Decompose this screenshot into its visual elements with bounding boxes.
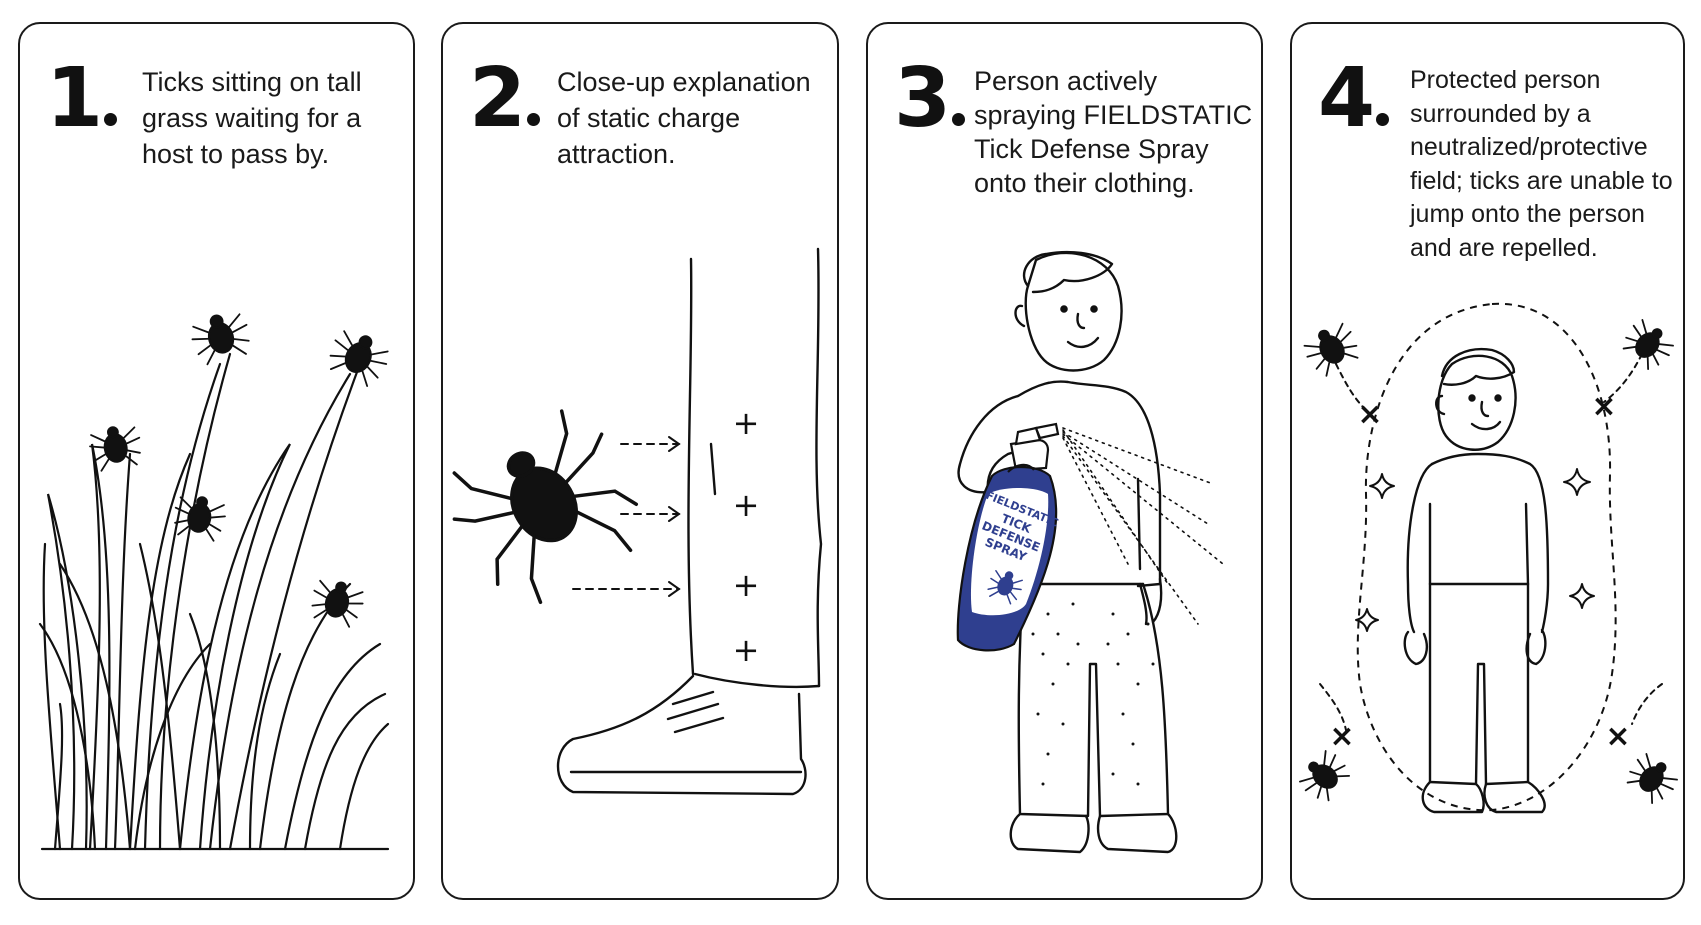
repel-x: × (1329, 719, 1354, 754)
repel-x-marks: × × × × (1329, 389, 1630, 754)
charge-plus: + (733, 404, 760, 442)
charge-plus: + (733, 566, 760, 604)
protective-field (1356, 302, 1617, 812)
panel-3: 3 Person actively spraying FIELDSTATIC T… (866, 22, 1263, 900)
step-caption: Ticks sitting on tall grass waiting for … (142, 67, 362, 169)
repel-x: × (1357, 397, 1382, 432)
person-spraying-illustration: FIELDSTATIC TICK DEFENSE SPRAY (868, 24, 1261, 898)
step-number: 1 (46, 58, 118, 140)
panel-4: 4 Protected person surrounded by a neutr… (1290, 22, 1685, 900)
charge-plus: + (733, 631, 760, 669)
bottle-tick-icon (987, 570, 1023, 605)
repel-x: × (1591, 389, 1616, 424)
step-caption: Protected person surrounded by a neutral… (1410, 66, 1673, 262)
spray-particles (1031, 602, 1155, 786)
static-charge-illustration: + + + + (443, 24, 837, 898)
sparkle-icons (1355, 468, 1595, 632)
step-caption: Person actively spraying FIELDSTATIC Tic… (974, 66, 1253, 198)
step-number: 4 (1318, 58, 1390, 140)
charge-plus: + (733, 486, 760, 524)
step-number: 3 (894, 58, 966, 140)
panel-2: 2 Close-up explanation of static charge … (441, 22, 839, 900)
grass-with-ticks-illustration (20, 24, 413, 898)
step-caption: Close-up explanation of static charge at… (557, 67, 811, 169)
protected-person-illustration: × × × × (1292, 24, 1683, 898)
repel-x: × (1605, 719, 1630, 754)
step-number: 2 (469, 58, 541, 140)
panel-1: 1 Ticks sitting on tall grass waiting fo… (18, 22, 415, 900)
